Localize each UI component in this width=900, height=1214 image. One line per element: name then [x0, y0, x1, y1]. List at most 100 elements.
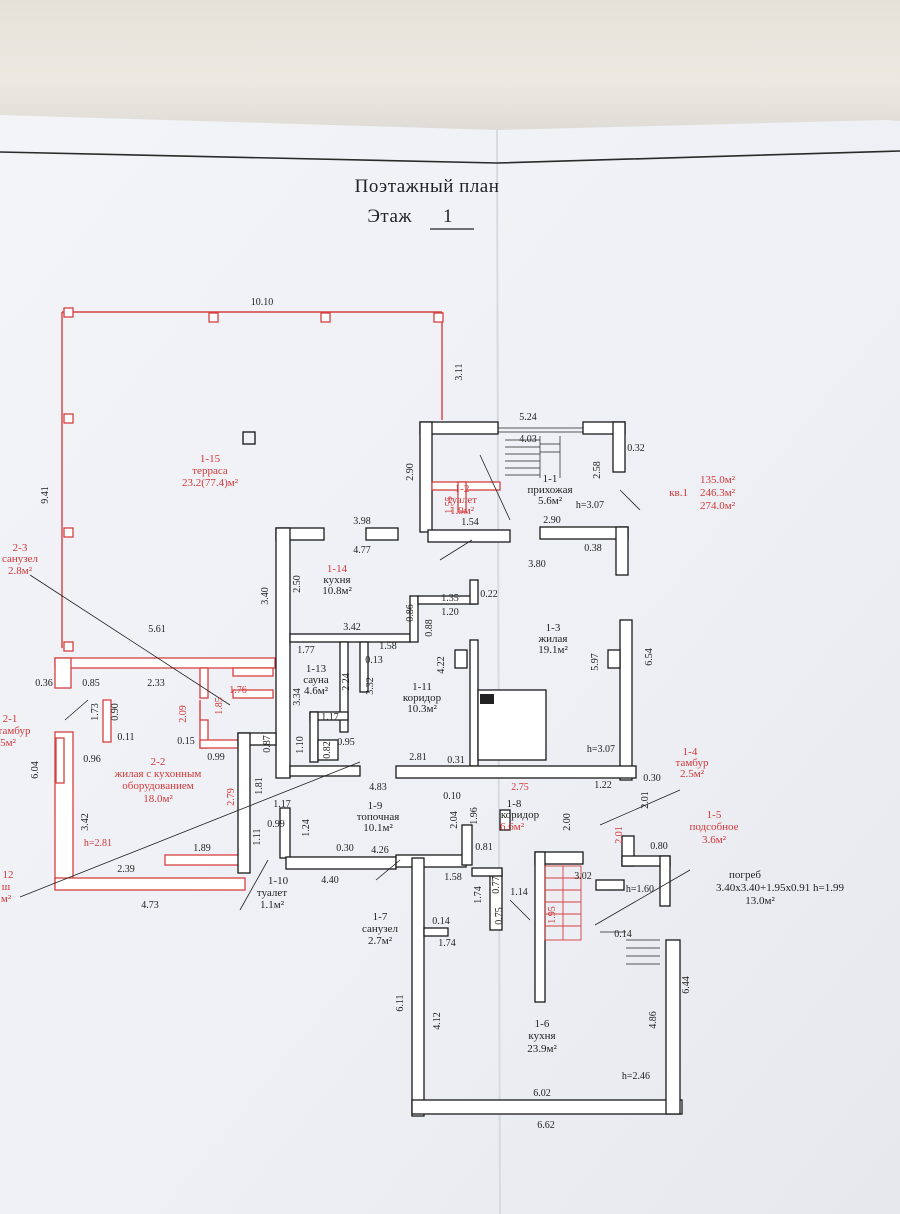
dimension-label: 0.99: [267, 819, 285, 830]
dimension-label: 1.10: [295, 736, 306, 754]
dimension-label: 0.14: [614, 929, 632, 940]
floor-label: Этаж: [367, 206, 412, 227]
room-1-6-area: 23.9м²: [527, 1043, 557, 1055]
dimension-label: 0.86: [405, 604, 416, 622]
cellar-dims: 3.40х3.40+1.95х0.91 h=1.99: [716, 882, 844, 894]
dimension-label: 5.97: [590, 653, 601, 671]
room-1-15-area: 23.2(77.4)м²: [182, 477, 239, 489]
dimension-label: 0.88: [424, 619, 435, 637]
dimension-label: 0.87: [262, 735, 273, 753]
dimension-label: 1.58: [379, 641, 397, 652]
room-2-1-name: тамбур: [0, 725, 31, 737]
dimension-label: h=3.07: [576, 500, 604, 511]
table-background: [0, 0, 900, 140]
dimension-label: 4.73: [141, 900, 159, 911]
dimension-label: h=1.60: [626, 884, 654, 895]
dimension-label: 3.11: [454, 363, 465, 380]
room-1-4-name: тамбур: [676, 757, 709, 769]
room-1-11-id: 1-11: [412, 681, 432, 693]
room-1-7-area: 2.7м²: [368, 935, 393, 947]
dimension-label: 6.11: [395, 994, 406, 1011]
dimension-label: 6.62: [537, 1120, 555, 1131]
room-1-11-area: 10.3м²: [407, 703, 437, 715]
room-12-id: 12: [3, 869, 14, 881]
room-2-2-id: 2-2: [151, 756, 166, 768]
dimension-label: 0.15: [177, 736, 195, 747]
room-1-14-id: 1-14: [327, 563, 348, 575]
room-2-2-name: жилая с кухонным: [114, 768, 202, 780]
dimension-label: 6.02: [533, 1088, 551, 1099]
room-1-14-name: кухня: [323, 574, 350, 586]
cellar-info: погреб 3.40х3.40+1.95х0.91 h=1.99 13.0м²: [716, 869, 844, 907]
dimension-label: 2.01: [640, 791, 651, 809]
dimension-labels: 10.103.119.415.244.030.322.582.901.551.5…: [30, 297, 692, 1131]
dimension-label: 4.40: [321, 875, 339, 886]
terrace-outline: [61, 307, 444, 652]
dimension-label: 1.35: [441, 593, 459, 604]
dimension-label: 2.00: [562, 813, 573, 831]
dimension-label: 1.17: [273, 799, 291, 810]
room-1-10-name: туалет: [257, 887, 287, 899]
room-1-5-name: подсобное: [689, 821, 738, 833]
room-1-8-area: 6.6м²: [500, 821, 525, 833]
dimension-label: 1.73: [90, 703, 101, 721]
room-1-1-area: 5.6м²: [538, 495, 563, 507]
room-1-8-name: коридор: [501, 809, 540, 821]
dimension-label: 2.58: [592, 461, 603, 479]
dimension-label: 1.11: [252, 828, 263, 845]
dimension-label: 0.90: [110, 703, 121, 721]
dimension-label: 0.30: [336, 843, 354, 854]
dimension-label: 1.76: [229, 685, 247, 696]
dimension-label: 3.42: [343, 622, 361, 633]
dimension-label: 3.40: [260, 587, 271, 605]
dimension-label: 1.17: [321, 712, 339, 723]
room-1-9-area: 10.1м²: [363, 822, 393, 834]
dimension-label: 2.04: [449, 811, 460, 829]
dimension-label: 0.82: [322, 741, 333, 759]
room-1-7-name: санузел: [362, 923, 399, 935]
dimension-label: 4.03: [519, 434, 537, 445]
room-12-name: ш: [2, 881, 11, 893]
room-1-1-name: прихожая: [527, 484, 572, 496]
dimension-label: 3.34: [292, 688, 303, 706]
cellar-name: погреб: [729, 869, 761, 881]
dimension-label: 0.31: [447, 755, 465, 766]
dimension-label: 4.77: [353, 545, 371, 556]
dimension-label: 0.11: [117, 732, 134, 743]
room-2-3-id: 2-3: [13, 542, 28, 554]
dimension-label: h=2.81: [84, 838, 112, 849]
room-1-2-name: туалет: [447, 494, 477, 506]
dimension-label: 2.24: [341, 673, 352, 691]
dimension-label: 1.22: [594, 780, 612, 791]
dimension-label: 3.32: [365, 677, 376, 695]
dimension-label: 1.24: [301, 819, 312, 837]
room-1-10-id: 1-10: [268, 875, 289, 887]
dimension-label: 5.61: [148, 624, 166, 635]
dimension-label: 3.42: [80, 813, 91, 831]
apartment-summary: кв.1 135.0м² 246.3м² 274.0м²: [669, 474, 735, 512]
dimension-label: 0.14: [432, 916, 450, 927]
room-1-6-name: кухня: [528, 1030, 555, 1042]
dimension-label: 2.81: [409, 752, 427, 763]
dimension-label: 1.74: [473, 886, 484, 904]
dimension-label: 0.30: [643, 773, 661, 784]
dimension-label: 0.13: [365, 655, 383, 666]
dimension-label: 1.95: [547, 906, 558, 924]
dimension-label: 10.10: [251, 297, 274, 308]
room-1-5-id: 1-5: [707, 809, 722, 821]
dimension-label: 1.85: [214, 697, 225, 715]
dimension-label: 1.58: [444, 872, 462, 883]
room-1-9-id: 1-9: [368, 800, 383, 812]
summary-label: кв.1: [669, 487, 688, 499]
floor-number: 1: [443, 206, 453, 227]
room-1-5-area: 3.6м²: [702, 834, 727, 846]
dimension-label: 1.55: [444, 496, 455, 514]
room-2-3-name: санузел: [2, 553, 39, 565]
dimension-label: 3.80: [528, 559, 546, 570]
dimension-label: 2.01: [614, 826, 625, 844]
dimension-label: 4.86: [648, 1011, 659, 1029]
dimension-label: 6.44: [681, 976, 692, 994]
dimension-label: 0.22: [480, 589, 498, 600]
dimension-label: 9.41: [40, 486, 51, 504]
room-2-1-id: 2-1: [3, 713, 18, 725]
